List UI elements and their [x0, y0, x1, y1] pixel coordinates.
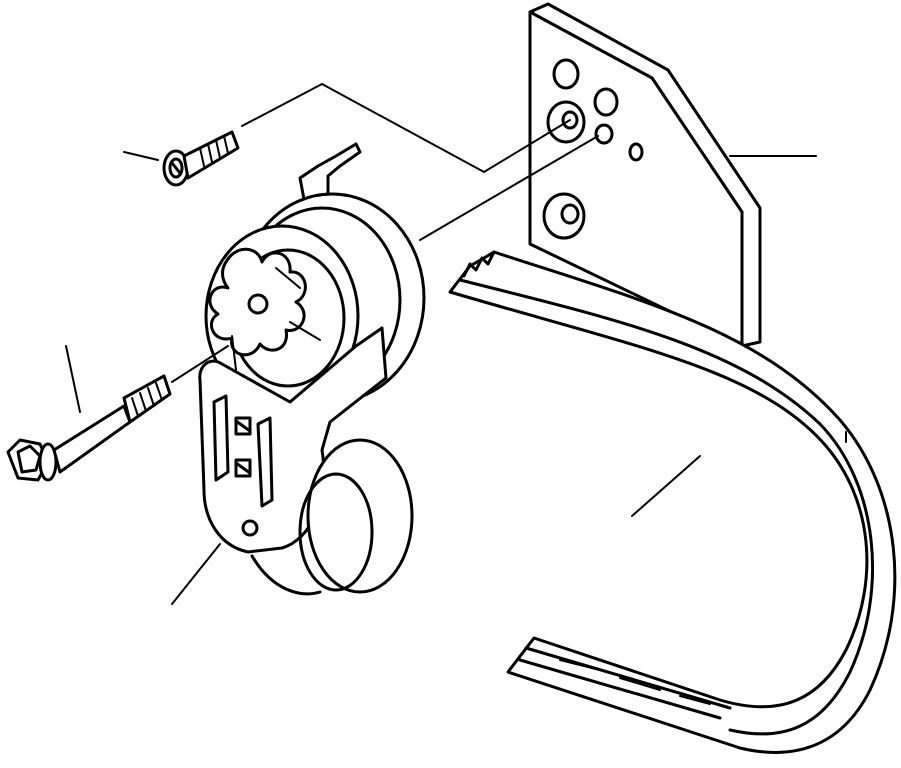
screw-axis-line: [241, 82, 571, 174]
screw-icon: [162, 130, 240, 187]
leader-line-bolt: [65, 345, 81, 413]
tensioner-axis-line: [419, 135, 599, 241]
bolt-icon: [6, 374, 172, 482]
leader-line-belt: [631, 455, 701, 517]
tensioner-icon: [198, 142, 426, 596]
bracket-plate-icon: [528, 2, 762, 348]
belt-icon: [448, 250, 897, 754]
leader-line-tensioner: [171, 543, 221, 605]
leader-line-screw: [123, 151, 159, 161]
bolt-axis-line: [171, 345, 229, 383]
